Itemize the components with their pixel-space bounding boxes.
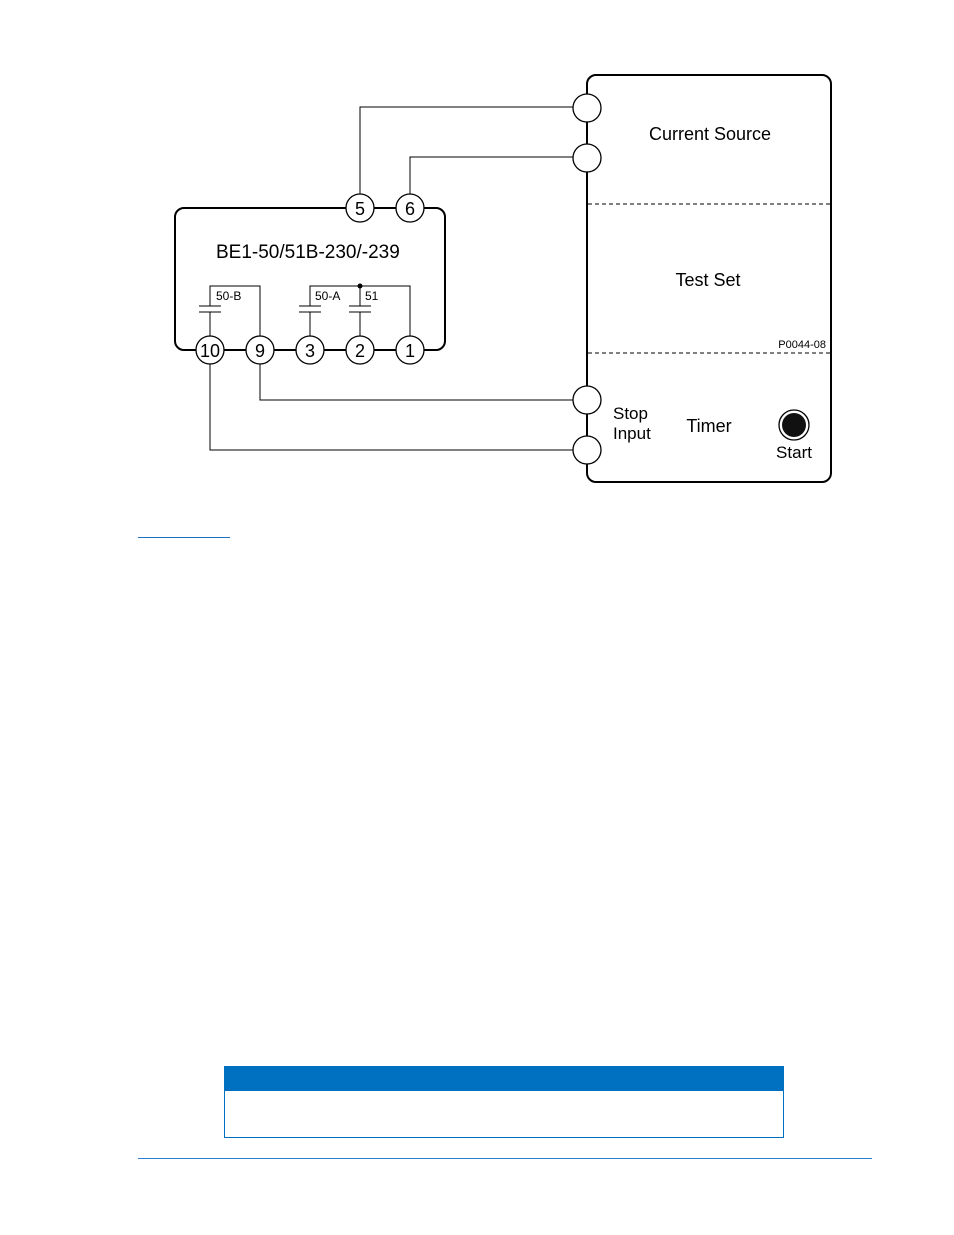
test-set-body — [586, 74, 832, 483]
terminal-9 — [245, 335, 275, 365]
terminal-3 — [295, 335, 325, 365]
terminal-1 — [395, 335, 425, 365]
terminal-10-label: 10 — [200, 341, 220, 361]
start-button-icon — [782, 413, 806, 437]
start-label: Start — [776, 443, 812, 462]
footer-rule — [138, 1158, 872, 1159]
wire-5-current-source — [359, 106, 573, 194]
current-source-label: Current Source — [649, 124, 771, 144]
link-underline[interactable] — [138, 537, 230, 538]
terminal-6-label: 6 — [405, 199, 415, 219]
terminal-6 — [395, 193, 425, 223]
current-source-jack-2 — [572, 143, 602, 173]
junction-dot — [357, 283, 363, 289]
contact-50a-label: 50-A — [315, 289, 340, 303]
relay-title: BE1-50/51B-230/-239 — [216, 242, 400, 263]
note-box — [224, 1066, 784, 1138]
current-source-jack-1 — [572, 93, 602, 123]
terminal-9-label: 9 — [255, 341, 265, 361]
terminal-3-label: 3 — [305, 341, 315, 361]
test-connection-diagram: 5 6 10 9 3 2 1 BE1-50/51B-230/-239 50-B … — [174, 74, 832, 483]
wire-9-stop-input — [259, 364, 573, 401]
stop-input-jack-2 — [572, 435, 602, 465]
contact-50b-label: 50-B — [216, 289, 241, 303]
relay-internal-circuit — [199, 285, 411, 336]
stop-input-jack-1 — [572, 385, 602, 415]
timer-label: Timer — [686, 416, 731, 436]
stop-input-label-line2: Input — [613, 424, 651, 443]
wire-6-current-source — [409, 156, 573, 194]
terminal-10 — [195, 335, 225, 365]
terminal-2 — [345, 335, 375, 365]
terminal-5 — [345, 193, 375, 223]
terminal-5-label: 5 — [355, 199, 365, 219]
note-header — [225, 1067, 783, 1091]
stop-input-label-line1: Stop — [613, 404, 648, 423]
test-set-label: Test Set — [675, 270, 740, 290]
wiring — [209, 106, 573, 451]
figure-id: P0044-08 — [778, 339, 826, 351]
wire-10-stop-input — [209, 364, 573, 451]
terminal-2-label: 2 — [355, 341, 365, 361]
contact-51-label: 51 — [365, 289, 379, 303]
terminal-1-label: 1 — [405, 341, 415, 361]
